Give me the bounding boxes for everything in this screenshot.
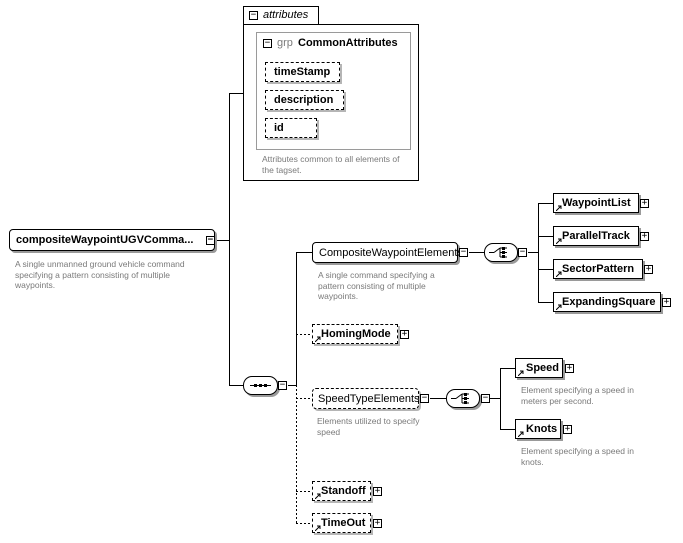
expand-icon[interactable]: + (565, 363, 574, 373)
attribute-timestamp[interactable]: timeStamp (265, 62, 340, 82)
speed-type-doc: Elements utilized to specify speed (317, 416, 420, 437)
expand-icon[interactable]: + (662, 297, 671, 307)
reference-arrow-icon (556, 304, 562, 310)
choice-icon (489, 247, 507, 258)
collapse-icon[interactable]: − (206, 235, 215, 245)
element-timeout[interactable]: TimeOut (312, 513, 371, 533)
root-doc: A single unmanned ground vehicle command… (15, 259, 185, 290)
root-element[interactable]: compositeWaypointUGVComma... − (9, 229, 215, 251)
reference-arrow-icon (315, 525, 321, 531)
attribute-description[interactable]: description (265, 90, 344, 110)
sequence-compositor[interactable] (243, 376, 278, 395)
expand-icon[interactable]: + (400, 329, 409, 339)
attributes-tab: − attributes (243, 6, 319, 24)
attributes-doc: Attributes common to all elements of the… (262, 154, 400, 175)
collapse-icon[interactable]: − (249, 10, 258, 20)
reference-arrow-icon (556, 238, 562, 244)
composite-doc: A single command specifying a pattern co… (318, 270, 435, 301)
group-prefix: grp (277, 37, 293, 49)
element-paralleltrack[interactable]: ParallelTrack (553, 226, 639, 246)
expand-icon[interactable]: + (373, 486, 382, 496)
composite-waypoint-elements[interactable]: CompositeWaypointElements (312, 242, 463, 263)
choice-compositor[interactable] (484, 243, 518, 262)
reference-arrow-icon (556, 205, 562, 211)
collapse-icon[interactable]: − (459, 247, 468, 257)
choice-icon (451, 393, 469, 404)
expand-icon[interactable]: + (640, 231, 649, 241)
expand-icon[interactable]: + (563, 424, 572, 434)
reference-arrow-icon (518, 431, 524, 437)
reference-arrow-icon (518, 370, 524, 376)
group-name: CommonAttributes (298, 37, 398, 49)
collapse-icon[interactable]: − (278, 380, 287, 390)
collapse-icon[interactable]: − (481, 393, 490, 403)
knots-doc: Element specifying a speed in knots. (521, 446, 634, 467)
element-speed[interactable]: Speed (515, 358, 563, 378)
reference-arrow-icon (315, 493, 321, 499)
reference-arrow-icon (315, 336, 321, 342)
collapse-icon[interactable]: − (263, 38, 272, 48)
collapse-icon[interactable]: − (420, 393, 429, 403)
expand-icon[interactable]: + (373, 518, 382, 528)
choice-compositor[interactable] (446, 389, 480, 408)
attributes-title: attributes (263, 9, 309, 21)
expand-icon[interactable]: + (644, 264, 653, 274)
reference-arrow-icon (556, 271, 562, 277)
expand-icon[interactable]: + (640, 198, 649, 208)
element-waypointlist[interactable]: WaypointList (553, 193, 639, 213)
speed-type-elements[interactable]: SpeedTypeElements (312, 388, 420, 409)
attribute-id[interactable]: id (265, 118, 317, 138)
speed-doc: Element specifying a speed in meters per… (521, 385, 634, 406)
element-knots[interactable]: Knots (515, 419, 561, 439)
element-expandingsquare[interactable]: ExpandingSquare (553, 292, 661, 312)
element-sectorpattern[interactable]: SectorPattern (553, 259, 643, 279)
collapse-icon[interactable]: − (518, 247, 527, 257)
element-standoff[interactable]: Standoff (312, 481, 371, 501)
sequence-icon (250, 384, 271, 387)
element-homingmode[interactable]: HomingMode (312, 324, 398, 344)
